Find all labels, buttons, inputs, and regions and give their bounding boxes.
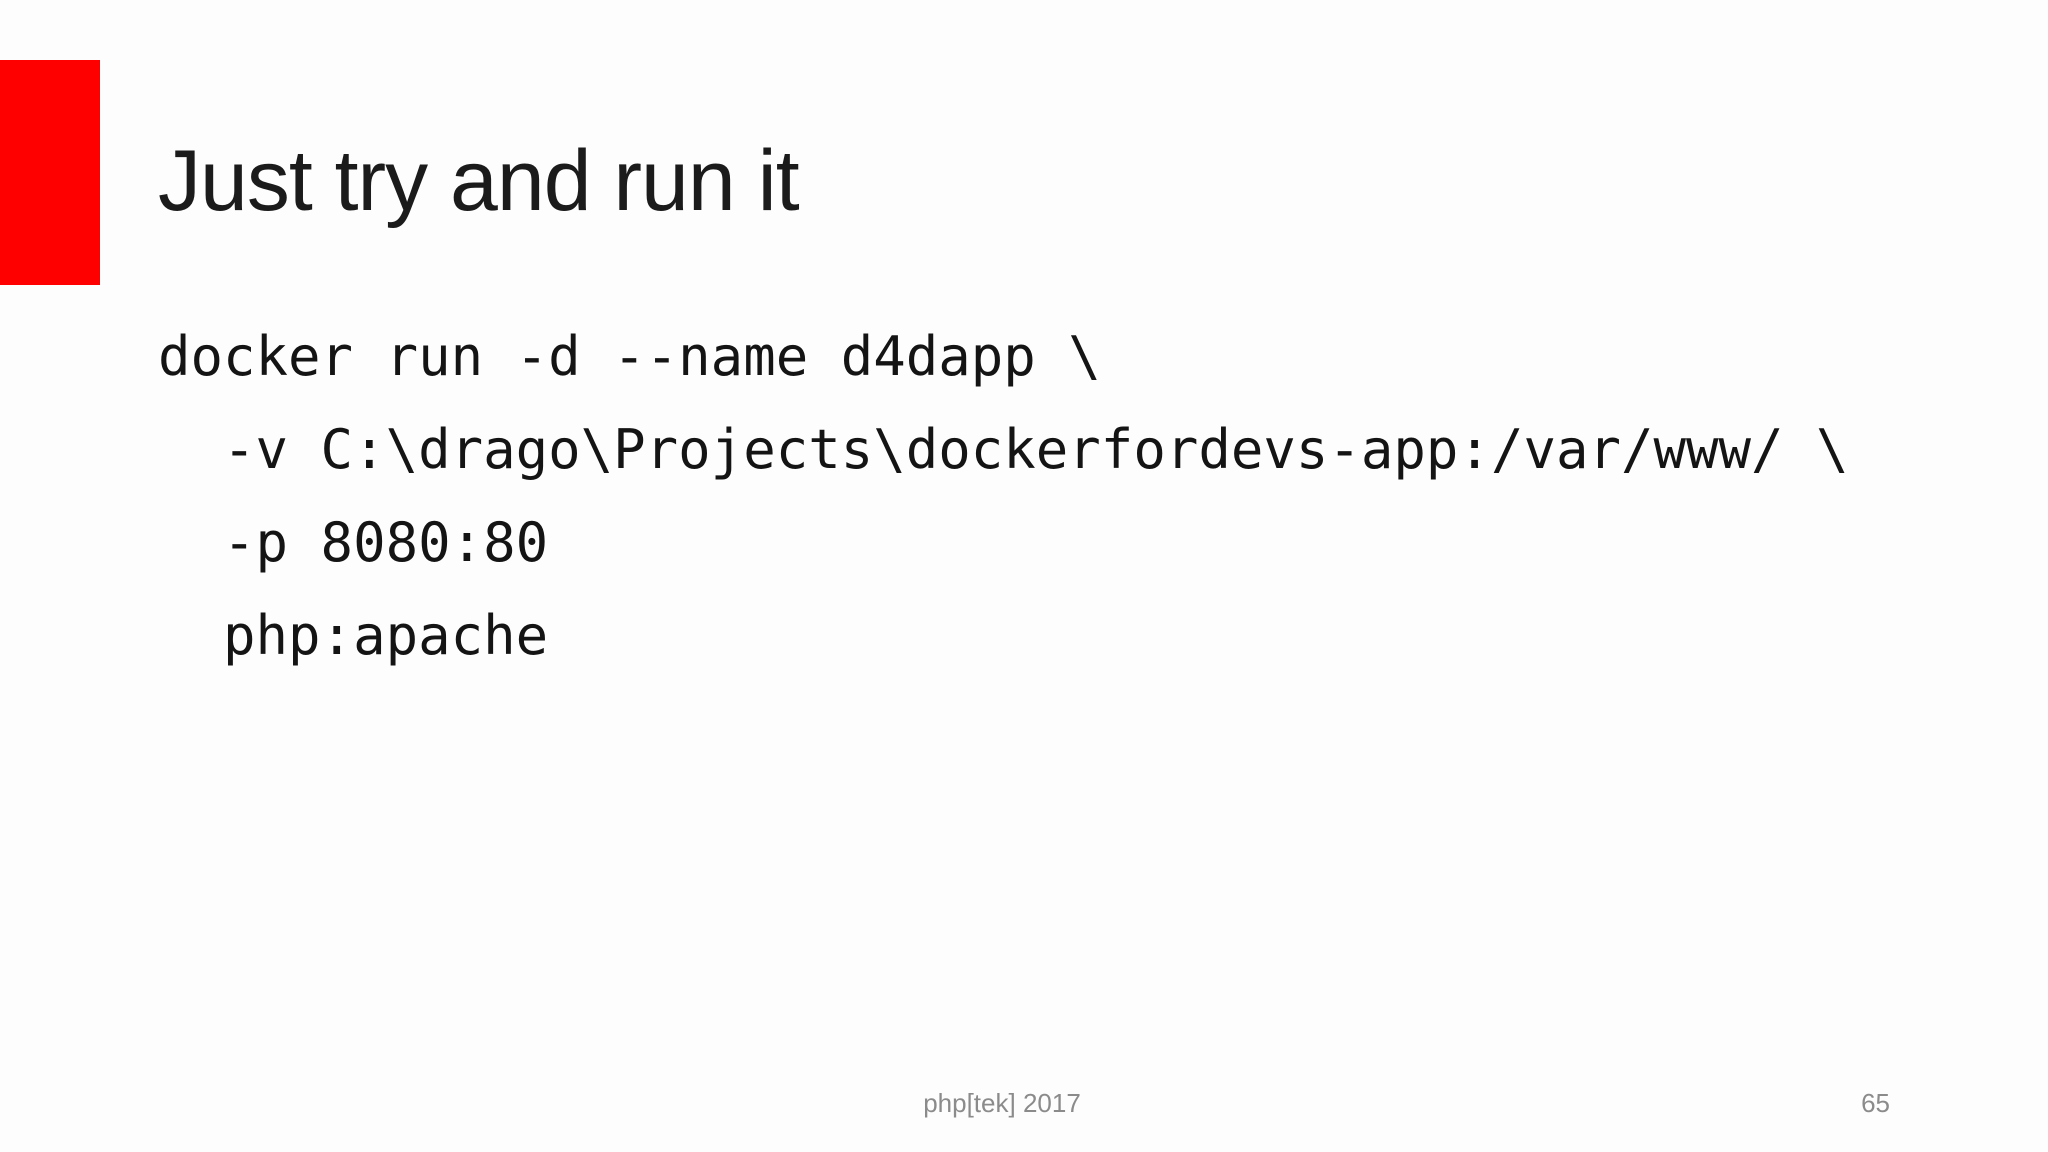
code-line-3: -p 8080:80 (158, 511, 549, 574)
accent-bar (0, 60, 100, 285)
code-block: docker run -d --name d4dapp \ -v C:\drag… (158, 310, 1849, 682)
code-line-2: -v C:\drago\Projects\dockerfordevs-app:/… (158, 418, 1849, 481)
page-number: 65 (1861, 1088, 1890, 1118)
slide-title: Just try and run it (158, 133, 800, 229)
footer: php[tek] 2017 (0, 1088, 2004, 1119)
code-line-4: php:apache (158, 604, 549, 667)
footer-conference-label: php[tek] 2017 (923, 1088, 1081, 1118)
code-line-1: docker run -d --name d4dapp \ (158, 325, 1101, 388)
